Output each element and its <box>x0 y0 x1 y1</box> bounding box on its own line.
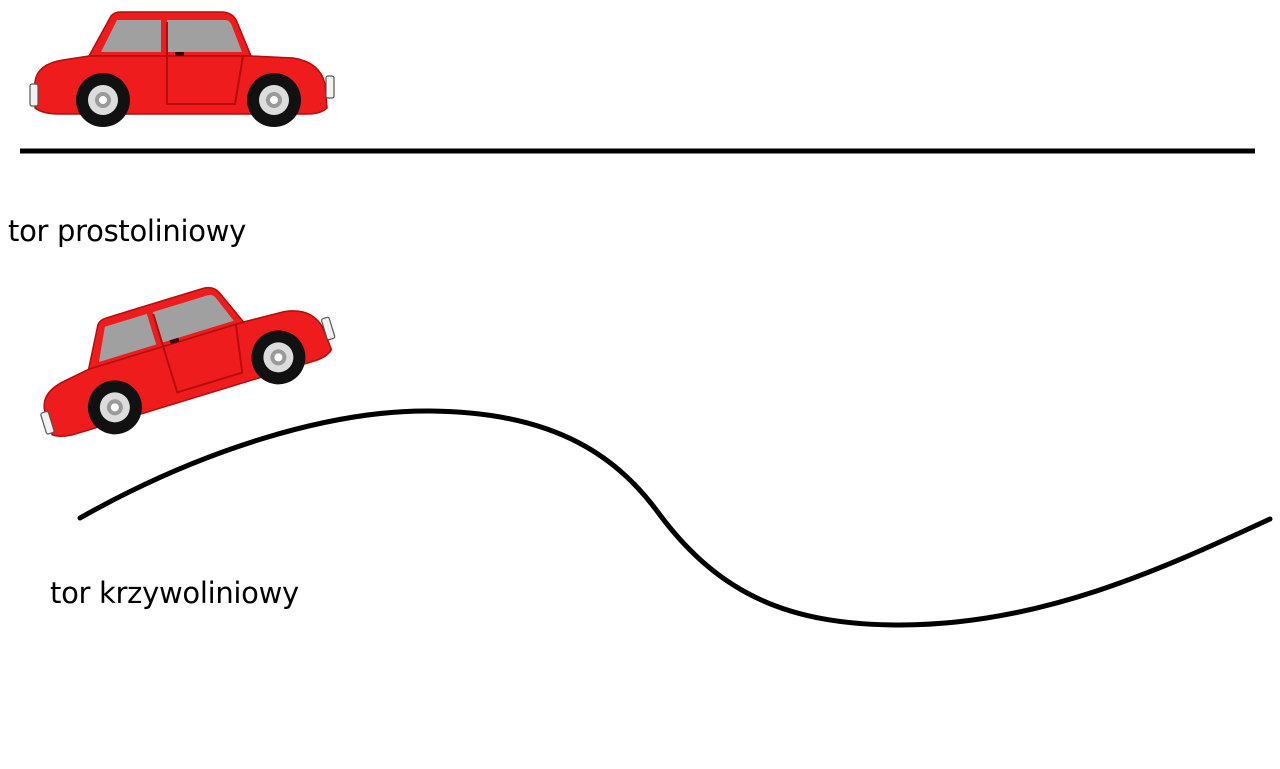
car-straight <box>29 11 335 128</box>
straight-path-label: tor prostoliniowy <box>8 214 246 248</box>
straight-scene <box>20 11 1255 154</box>
car-curved <box>18 254 345 456</box>
curved-scene <box>18 254 1273 628</box>
curved-track <box>77 408 1273 628</box>
curved-path-label: tor krzywoliniowy <box>50 576 299 610</box>
